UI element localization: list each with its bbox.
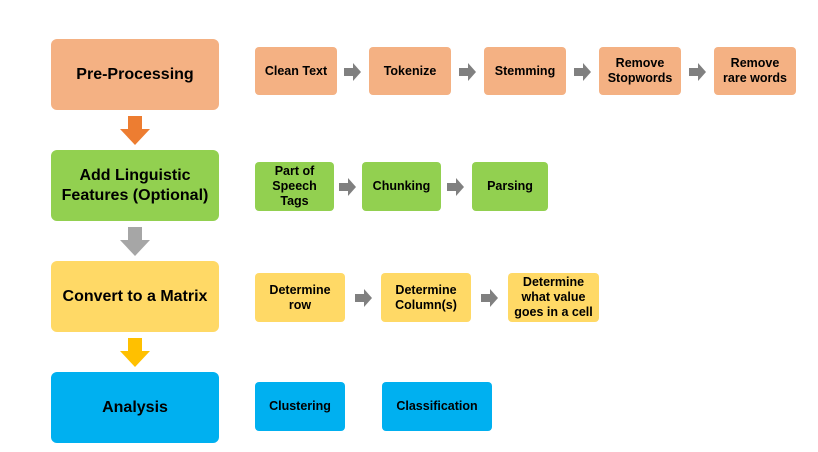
step-label: Remove Stopwords [607,56,673,85]
right-arrow [344,63,361,81]
step-classification: Classification [382,382,492,431]
stage-label: Analysis [102,398,168,416]
right-arrow [447,178,464,196]
step-determine-row: Determine row [255,273,345,322]
step-label: Classification [396,399,478,413]
stage-label: Add Linguistic Features (Optional) [61,166,209,204]
right-arrow [459,63,476,81]
step-remove-stopwords: Remove Stopwords [599,47,681,95]
step-label: Stemming [494,63,556,78]
step-clean-text: Clean Text [255,47,337,95]
step-clustering: Clustering [255,382,345,431]
step-stemming: Stemming [484,47,566,95]
step-determine-cell-value: Determine what value goes in a cell [508,273,599,322]
down-arrow-3 [120,338,150,367]
right-arrow [689,63,706,81]
stage-pre-processing: Pre-Processing [51,39,219,110]
step-label: Determine Column(s) [395,282,457,312]
step-label: Parsing [487,179,533,193]
down-arrow-2 [120,227,150,256]
step-tokenize: Tokenize [369,47,451,95]
right-arrow [574,63,591,81]
step-label: Determine row [269,282,331,312]
step-label: Chunking [372,179,431,193]
right-arrow [339,178,356,196]
right-arrow [481,289,498,307]
right-arrow [355,289,372,307]
step-determine-columns: Determine Column(s) [381,273,471,322]
stage-linguistic-features: Add Linguistic Features (Optional) [51,150,219,221]
stage-convert-matrix: Convert to a Matrix [51,261,219,332]
step-label: Part of Speech Tags [272,164,317,208]
stage-label: Pre-Processing [76,65,194,83]
step-label: Clean Text [264,63,328,78]
step-part-of-speech-tags: Part of Speech Tags [255,162,334,211]
down-arrow-1 [120,116,150,145]
step-label: Tokenize [383,63,437,78]
step-label: Determine what value goes in a cell [514,275,593,319]
step-chunking: Chunking [362,162,441,211]
step-label: Clustering [269,399,331,413]
step-label: Remove rare words [723,56,787,85]
stage-analysis: Analysis [51,372,219,443]
step-parsing: Parsing [472,162,548,211]
step-remove-rare-words: Remove rare words [714,47,796,95]
stage-label: Convert to a Matrix [62,287,208,305]
